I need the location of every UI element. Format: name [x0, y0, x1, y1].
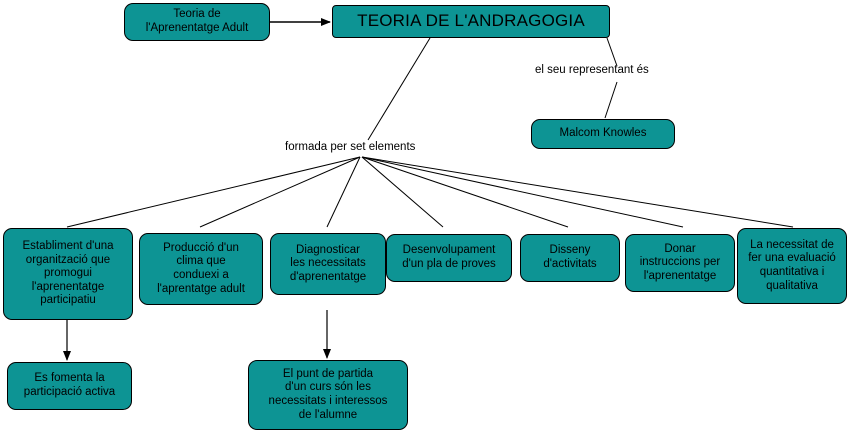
node-element-punt-de-partida[interactable]: El punt de partida d'un curs són les nec…: [248, 360, 408, 430]
node-element-evaluacio[interactable]: La necessitat de fer una evaluació quant…: [737, 228, 847, 304]
node-element-pla-de-proves[interactable]: Desenvolupament d'un pla de proves: [386, 234, 512, 282]
node-source[interactable]: Teoria de l'Aprenentatge Adult: [124, 3, 270, 41]
node-element-donar-instruccions[interactable]: Donar instruccions per l'aprenentatge: [625, 234, 735, 292]
node-element-organitzacio[interactable]: Establiment d'una organització que promo…: [3, 228, 133, 320]
node-element-disseny-activitats[interactable]: Disseny d'activitats: [520, 234, 620, 282]
node-malcom-knowles[interactable]: Malcom Knowles: [531, 119, 675, 149]
edge-label-elements: formada per set elements: [285, 141, 416, 153]
node-root-title[interactable]: TEORIA DE L'ANDRAGOGIA: [332, 5, 610, 38]
edge-label-representative: el seu representant és: [535, 64, 649, 76]
node-element-clima[interactable]: Producció d'un clima que conduexi a l'ap…: [139, 233, 263, 305]
node-element-participacio-activa[interactable]: Es fomenta la participació activa: [7, 362, 132, 410]
node-element-diagnosticar[interactable]: Diagnosticar les necessitats d'aprenenta…: [270, 233, 386, 295]
